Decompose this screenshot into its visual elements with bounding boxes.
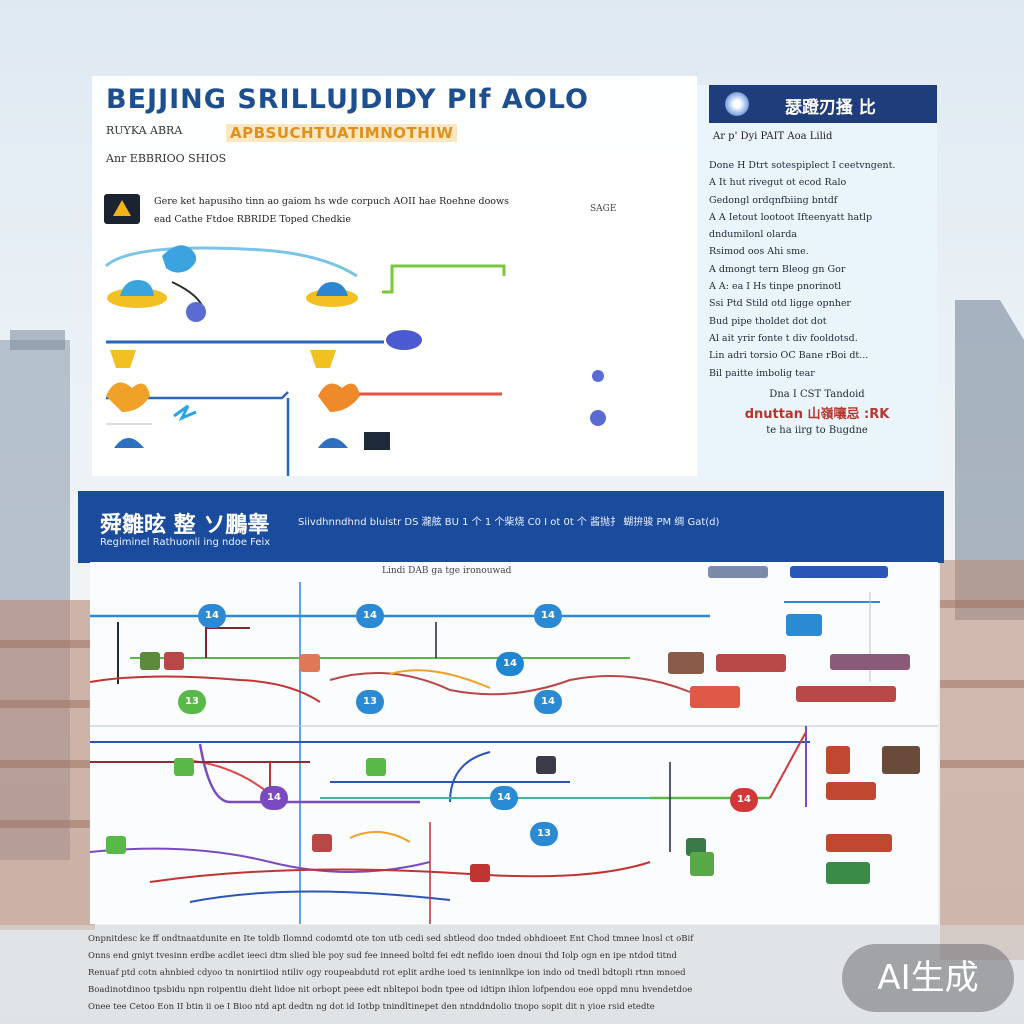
station-node[interactable]: 13 xyxy=(178,690,206,714)
side-title: 瑟蹬刃搔 比 xyxy=(785,98,876,118)
legend-swatch xyxy=(790,566,888,578)
list-item: A A: ea I Hs tinpe pnorinotl xyxy=(709,281,842,293)
list-item: Done H Dtrt sotespiplect I ceetvngent. xyxy=(709,160,896,171)
legend-swatch xyxy=(796,686,896,702)
legend-swatch xyxy=(786,614,822,636)
side-footer-2: dnuttan 山嶺嚷忌 :RK xyxy=(744,407,890,422)
sun-icon xyxy=(725,92,749,116)
footer-line: Onee tee Cetoo Eon II btin ii oe I Bioo … xyxy=(88,1002,655,1012)
legend-swatch xyxy=(830,654,910,670)
dome-icon xyxy=(114,438,348,448)
page-title: BEJJING SRILLUJDIDY PIf AOLO xyxy=(106,84,589,115)
legend-swatch xyxy=(716,654,786,672)
station-node[interactable]: 14 xyxy=(356,604,384,628)
station-node[interactable]: 14 xyxy=(490,786,518,810)
boat-icon xyxy=(107,280,167,308)
list-item: Al ait yrir fonte t div fooldotsd. xyxy=(709,332,858,344)
top-info-panel: BEJJING SRILLUJDIDY PIf AOLO RUYKA ABRA … xyxy=(92,76,697,476)
route-map-lines xyxy=(90,582,938,924)
device-icon xyxy=(364,432,390,450)
car-icon xyxy=(386,330,422,350)
list-item: Bil paitte imbolig tear xyxy=(709,367,815,379)
highlight-banner: APBSUCHTUATIMNOTHIW xyxy=(226,124,458,142)
flame-icon xyxy=(106,382,360,412)
ai-generated-watermark: AI生成 xyxy=(842,944,1014,1012)
legend-swatch xyxy=(708,566,768,578)
station-node[interactable]: 14 xyxy=(534,690,562,714)
route-diagram-top xyxy=(104,245,606,476)
station-block xyxy=(164,652,184,670)
legend-swatch xyxy=(826,862,870,884)
side-header: 瑟蹬刃搔 比 xyxy=(709,85,937,123)
list-item: Rsimod oos Ahi sme. xyxy=(709,246,809,258)
boat-icon xyxy=(306,282,358,307)
section-header: 舜雛昡 整 ソ鵬睾 Siivdhnndhnd bluistr DS 瀧舷 BU … xyxy=(78,491,944,563)
station-block xyxy=(312,834,332,852)
station-node[interactable]: 14 xyxy=(198,604,226,628)
station-block xyxy=(106,836,126,854)
side-info-panel: 瑟蹬刃搔 比 Ar p' Dyi PAIT Aoa Lilid Done H D… xyxy=(697,85,937,480)
station-block xyxy=(536,756,556,774)
legend-swatch xyxy=(690,852,714,876)
list-item: Lin adri torsio OC Bane rBoi dt... xyxy=(709,350,869,362)
station-node[interactable]: 13 xyxy=(530,822,558,846)
notice-side-label: SAGE xyxy=(590,204,617,214)
station-node[interactable]: 14 xyxy=(534,604,562,628)
footer-line: Boadinotdinoo tpsbidu npn roipentiu dieh… xyxy=(88,985,693,995)
legend-swatch xyxy=(826,834,892,852)
station-node[interactable]: 14 xyxy=(496,652,524,676)
station-block xyxy=(366,758,386,776)
section-subtitle: Regiminel Rathuonli ing ndoe Feix xyxy=(100,537,271,548)
point-marker xyxy=(592,370,604,382)
list-item: Ssi Ptd Stild otd ligge opnher xyxy=(709,298,851,310)
station-block xyxy=(300,654,320,672)
cup-icon xyxy=(110,350,336,368)
legend-swatch xyxy=(668,652,704,674)
legend-swatch xyxy=(690,686,740,708)
station-node[interactable]: 14 xyxy=(730,788,758,812)
section-description: Siivdhnndhnd bluistr DS 瀧舷 BU 1 个 1 个柴烧 … xyxy=(298,517,720,528)
footer-line: Renuaf ptd cotn ahnbied cdyoo tn nonirti… xyxy=(88,968,686,978)
section-title: 舜雛昡 整 ソ鵬睾 xyxy=(100,513,270,538)
point-marker xyxy=(590,410,606,426)
station-block xyxy=(470,864,490,882)
footer-line: Onpnitdesc ke ff ondtnaatdunite en Ite t… xyxy=(88,934,694,944)
subtitle-line-1: RUYKA ABRA xyxy=(106,124,183,137)
legend-swatch xyxy=(826,782,876,800)
list-item: Bud pipe tholdet dot dot xyxy=(709,315,827,327)
list-item: A dmongt tern Bleog gn Gor xyxy=(709,263,846,275)
route-map-panel: Lindi DAB ga tge ironouwad xyxy=(90,562,938,924)
station-block xyxy=(686,838,706,856)
footer-line: Onns end gniyt tvesinn erdbe acdlet ieec… xyxy=(88,951,677,961)
list-item: dndumilonl olarda xyxy=(709,229,798,241)
map-caption: Lindi DAB ga tge ironouwad xyxy=(382,566,512,576)
station-block xyxy=(140,652,160,670)
list-item: Gedongl ordqnfbiing bntdf xyxy=(709,194,838,206)
list-item: A A Ietout lootoot Ifteenyatt hatlp xyxy=(709,211,873,223)
station-node[interactable]: 14 xyxy=(260,786,288,810)
subtitle-line-2: Anr EBBRIOO SHIOS xyxy=(106,152,227,165)
side-footer-3: te ha iirg to Bugdne xyxy=(766,425,868,436)
station-block xyxy=(174,758,194,776)
lightning-icon xyxy=(173,404,197,421)
bird-icon xyxy=(162,245,206,322)
notice-text-2: ead Cathe Ftdoe RBRIDE Toped Chedkie xyxy=(154,214,351,225)
notice-text-1: Gere ket hapusiho tinn ao gaiom hs wde c… xyxy=(154,196,510,207)
list-item: A It hut rivegut ot ecod Ralo xyxy=(709,177,847,189)
side-footer-1: Dna I CST Tandoid xyxy=(769,389,865,400)
warning-icon xyxy=(104,194,140,224)
legend-swatch xyxy=(882,746,920,774)
station-node[interactable]: 13 xyxy=(356,690,384,714)
side-list: Done H Dtrt sotespiplect I ceetvngent. A… xyxy=(709,157,933,382)
side-subtitle: Ar p' Dyi PAIT Aoa Lilid xyxy=(713,131,833,142)
legend-swatch xyxy=(826,746,850,774)
